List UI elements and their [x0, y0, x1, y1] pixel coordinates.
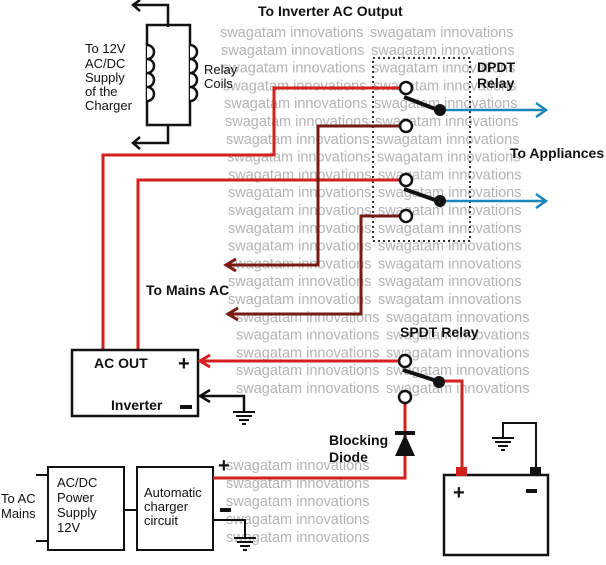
label-supply-4: of the: [85, 84, 118, 99]
watermark-text: swagatam innovations: [226, 530, 369, 546]
watermark-text: swagatam innovations: [223, 78, 366, 94]
watermark-text: swagatam innovations: [376, 132, 519, 148]
watermark-text: swagatam innovations: [386, 381, 529, 397]
label-supply-5: Charger: [85, 98, 133, 113]
ground-icon-battery: [492, 437, 514, 451]
label-charger-2: charger: [144, 499, 189, 514]
battery-plus-icon: +: [453, 482, 465, 504]
inverter-ac-wires: [101, 86, 404, 350]
battery-positive-wires: [197, 353, 464, 480]
label-to-ac-mains-2: Mains: [1, 506, 36, 521]
watermark-text: swagatam innovations: [228, 203, 371, 219]
coil-right-icon: [189, 43, 199, 103]
label-supply-3: Supply: [85, 70, 125, 85]
charger-ground-wire: [213, 519, 246, 538]
coil-left-icon: [146, 43, 156, 103]
label-spdt-relay: SPDT Relay: [400, 324, 479, 340]
blocking-diode-icon: [395, 431, 415, 456]
label-inverter: Inverter: [111, 397, 163, 413]
appliance-wires: [440, 101, 549, 210]
battery-positive-terminal: [456, 467, 467, 476]
watermark-text: swagatam innovations: [226, 458, 369, 474]
watermark-text: swagatam innovations: [226, 512, 369, 528]
watermark-text: swagatam innovations: [236, 328, 379, 344]
watermark-text: swagatam innovations: [378, 203, 521, 219]
charger-box: [136, 466, 214, 551]
inverter-box: [70, 348, 200, 418]
label-supply-1: To 12V: [85, 41, 126, 56]
watermark-text: swagatam innovations: [378, 274, 521, 290]
label-charger-3: circuit: [144, 513, 178, 528]
watermark-text: swagatam innovations: [226, 476, 369, 492]
watermark-text: swagatam innovations: [221, 43, 364, 59]
spdt-switch: [397, 353, 445, 405]
watermark-text: swagatam innovations: [228, 274, 371, 290]
watermark-text: swagatam innovations: [226, 494, 369, 510]
label-relay-coils-1: Relay: [204, 62, 238, 77]
watermark-text: swagatam innovations: [236, 363, 379, 379]
watermark-text: swagatam innovations: [378, 185, 521, 201]
relay-coils: [130, 0, 192, 150]
charger-plus-icon: +: [218, 455, 230, 477]
inverter-plus-icon: +: [178, 353, 190, 375]
label-to-mains-ac: To Mains AC: [146, 282, 229, 298]
watermark-text: swagatam innovations: [378, 256, 521, 272]
watermark-text: swagatam innovations: [372, 61, 515, 77]
watermark-text: swagatam innovations: [371, 43, 514, 59]
ground-icon-inverter: [233, 411, 255, 425]
battery-box: [442, 473, 550, 557]
ground-icon-charger: [234, 537, 256, 551]
watermark-text: swagatam innovations: [224, 96, 367, 112]
mains-wires: [228, 124, 404, 316]
watermark-text: swagatam innovations: [378, 221, 521, 237]
watermark-text: swagatam innovations: [378, 167, 521, 183]
charger-minus-icon: [220, 508, 231, 512]
dpdt-switch-1: [398, 80, 446, 134]
label-to-ac-mains-1: To AC: [1, 491, 36, 506]
watermark-text: swagatam innovations: [228, 221, 371, 237]
label-psu-3: Supply: [57, 505, 97, 520]
battery-minus-icon: [526, 489, 537, 493]
mains-input-leads: [36, 474, 137, 542]
inverter-minus-icon: [180, 405, 192, 409]
label-inverter-ac-output: To Inverter AC Output: [258, 3, 403, 19]
label-to-appliances: To Appliances: [510, 145, 604, 161]
label-supply-2: AC/DC: [85, 56, 125, 71]
watermark-text: swagatam innovations: [386, 345, 529, 361]
watermark-text: swagatam innovations: [220, 25, 363, 41]
label-charger-1: Automatic: [144, 485, 202, 500]
watermark-text: swagatam innovations: [370, 25, 513, 41]
dpdt-switch-2: [398, 172, 446, 224]
watermark-text: swagatam innovations: [386, 310, 529, 326]
watermark-text: swagatam innovations: [228, 239, 371, 255]
label-dpdt-1: DPDT: [477, 59, 516, 75]
watermark-text: swagatam innovations: [377, 150, 520, 166]
battery-ground-wire: [502, 422, 537, 467]
label-ac-out: AC OUT: [94, 355, 148, 371]
watermark-text: swagatam innovations: [378, 292, 521, 308]
watermark-text: swagatam innovations: [228, 292, 371, 308]
label-dpdt-2: Relay: [477, 75, 515, 91]
mains-arrow-icons: [223, 257, 239, 322]
watermark-text: swagatam innovations: [386, 328, 529, 344]
label-relay-coils-2: Coils: [204, 76, 233, 91]
watermark-text: swagatam innovations: [236, 381, 379, 397]
dpdt-relay-box: [372, 57, 471, 242]
watermark-text: swagatam innovations: [236, 345, 379, 361]
label-blocking-diode-2: Diode: [329, 449, 368, 465]
watermark-text: swagatam innovations: [222, 61, 365, 77]
label-psu-2: Power: [57, 490, 95, 505]
watermark-text: swagatam innovations: [226, 132, 369, 148]
watermark-text: swagatam innovations: [378, 239, 521, 255]
battery-negative-terminal: [530, 467, 541, 476]
label-blocking-diode-1: Blocking: [329, 432, 388, 448]
watermark-text: swagatam innovations: [228, 185, 371, 201]
label-psu-1: AC/DC: [57, 475, 97, 490]
label-psu-4: 12V: [57, 520, 80, 535]
power-supply-box: [47, 466, 125, 551]
inverter-ground-wire: [197, 388, 246, 412]
